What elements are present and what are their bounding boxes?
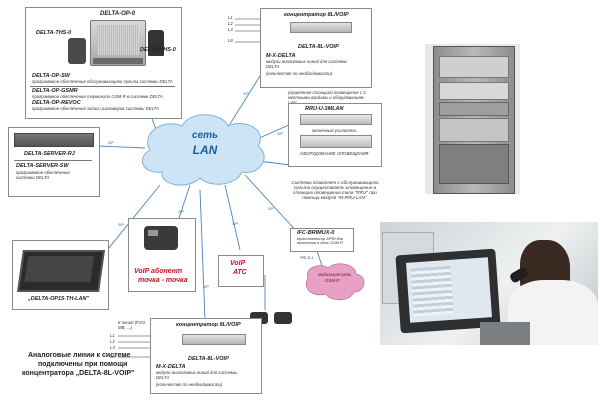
- touch-panel-image: [17, 250, 105, 292]
- brimux-link-label: PRI S-1: [300, 256, 314, 260]
- hub-bottom-title: концентратор 8L/VOIP: [176, 322, 241, 328]
- touch-panel-label: „DELTA-OP15-TH-LAN": [28, 296, 90, 302]
- rack-server-image: [14, 133, 94, 147]
- sw-desc: программное обеспечение обслуживающего п…: [32, 79, 173, 84]
- line-label: L8: [228, 38, 233, 43]
- gsm-label-2: GSM-R: [325, 278, 340, 283]
- operator-console-image: [90, 20, 146, 66]
- brimux-desc: мультиплексор 3/PRI для включения в сеть…: [297, 237, 343, 246]
- cloud-label: LAN: [192, 143, 218, 157]
- server-sw-desc: программное обеспечение системы DELTA: [16, 170, 70, 180]
- hub-bottom-device-label: DELTA-8L-VOIP: [188, 356, 229, 362]
- sw-label: DELTA-OP-SW: [32, 73, 70, 79]
- hub-top-device-label: DELTA-8L-VOIP: [298, 44, 339, 50]
- link-brimux: [244, 174, 301, 236]
- line-label: L1: [228, 15, 233, 20]
- hub-top-note: (количество по необходимости): [266, 71, 333, 76]
- hub-bottom-box: [150, 318, 262, 394]
- hub-top-title: концентратор 8L/VOIP: [284, 12, 349, 18]
- handset-image: [68, 38, 86, 64]
- hub-bottom-mx-label: M-X-DELTA: [156, 364, 186, 370]
- desk-phone-image: [144, 226, 178, 250]
- rru-desc: управление станцией оповещения с 3 местн…: [288, 90, 366, 105]
- sip-label: SIP: [108, 141, 114, 145]
- sip-label: SIP: [118, 223, 124, 227]
- voip-phone-line1: VoIP абонент: [134, 268, 183, 275]
- sip-label: SIP: [232, 222, 238, 226]
- divider: [30, 86, 175, 87]
- voip-phone-box: [128, 218, 196, 292]
- system-note: Система позволяет с обслуживающего пульт…: [291, 180, 379, 200]
- voip-phone-line2: точка - точка: [138, 277, 188, 284]
- gsmr-desc: программное обеспечение терминала GSM-R …: [32, 94, 163, 99]
- line-label: L8: [110, 354, 115, 359]
- server-rj-label: DELTA-SERVER-RJ: [24, 151, 75, 157]
- hub-bottom-mx-desc: модули аналоговых линий для системы DELT…: [156, 370, 238, 380]
- server-sw-label: DELTA-SERVER-SW: [16, 163, 69, 169]
- gsm-cloud: [305, 263, 365, 301]
- line-label: L3: [110, 345, 115, 350]
- ths-label: DELTA-THS-0: [36, 30, 72, 36]
- hub-bottom-lines-note: 8 линий (FXO, MB, ...): [118, 320, 147, 330]
- caption-line1: Аналоговые линии к системе: [28, 352, 131, 359]
- hub-bottom-note: (количество по необходимости): [156, 382, 223, 387]
- line-label: L1: [110, 333, 115, 338]
- revoc-desc: программное обеспечение записи разговоро…: [32, 106, 159, 111]
- sip-label: SIP: [277, 132, 283, 136]
- cloud-label: сеть: [192, 130, 218, 141]
- rru-device-image: [300, 114, 372, 125]
- link-hub-bottom: [199, 189, 206, 321]
- hub-device-image: [182, 334, 246, 345]
- link-pbx: [224, 184, 241, 251]
- divider: [14, 160, 92, 161]
- rru-amp-label: оконечный усилитель: [312, 128, 357, 133]
- caption-line3: концентратора „DELTA-8L-VOIP": [22, 370, 135, 377]
- hhs-label: DELTA-HHS-0: [140, 47, 176, 53]
- brimux-label: IFC-BRIMUX-0: [297, 230, 335, 236]
- op-label: DELTA-OP-0: [100, 11, 136, 17]
- amplifier-image: [300, 135, 372, 148]
- pbx-line2: АТС: [233, 269, 247, 276]
- operator-photo: [380, 222, 598, 345]
- line-label: L3: [228, 27, 233, 32]
- caption-line2: подключены при помощи: [38, 361, 128, 368]
- rru-label: RRU-U-3MLAN: [305, 106, 344, 112]
- revoc-label: DELTA-OP-REVOC: [32, 100, 81, 106]
- brimux-box: [290, 228, 354, 252]
- hub-top-box: [260, 8, 372, 88]
- hub-top-mx-label: M-X-DELTA: [266, 53, 296, 59]
- lan-cloud: [141, 114, 265, 186]
- sip-label: SIP: [243, 92, 249, 96]
- headset-image: [148, 30, 164, 56]
- sip-label: SIP: [178, 210, 184, 214]
- sip-label: SIP: [268, 207, 274, 211]
- sip-label: SIP: [203, 285, 209, 289]
- phone-icon: [274, 312, 292, 324]
- rack-cabinet-photo: [425, 44, 520, 194]
- hub-top-mx-desc: модули аналоговых линий для системы DELT…: [266, 59, 348, 69]
- gsm-label-1: мобильная сеть: [318, 272, 352, 277]
- line-label: L2: [110, 339, 115, 344]
- hub-device-image: [290, 22, 352, 33]
- pbx-line1: VoIP: [230, 260, 246, 267]
- gsmr-label: DELTA-OP-GSMR: [32, 88, 78, 94]
- voip-pbx-box: [218, 255, 264, 287]
- line-label: L2: [228, 21, 233, 26]
- rru-equipment-label: ОБОРУДОВАНИЕ ОПОВЕЩЕНИЯ: [300, 151, 369, 156]
